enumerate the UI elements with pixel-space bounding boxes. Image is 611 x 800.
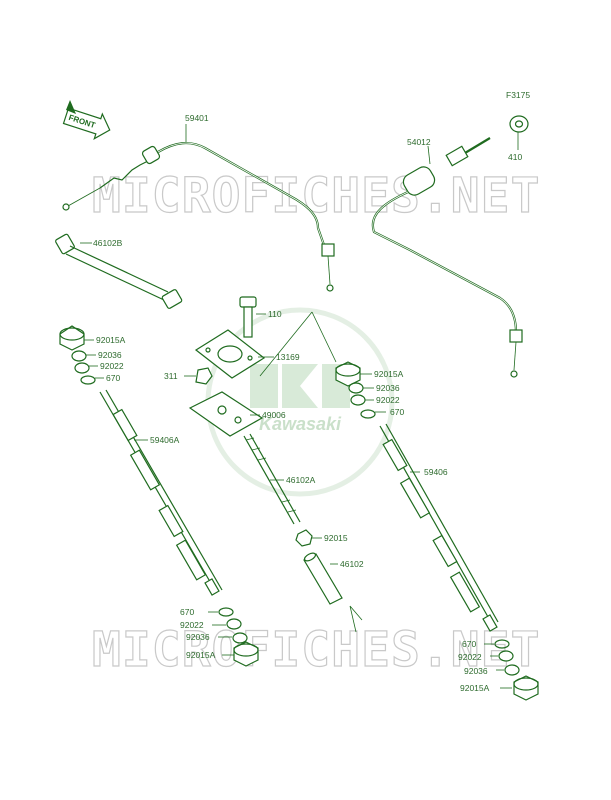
- label-59406A: 59406A: [150, 435, 180, 445]
- cable-59406A: [59, 325, 259, 667]
- watermark-brand: Kawasaki: [259, 414, 342, 434]
- guide-line-lower: [349, 605, 363, 633]
- label-46102B: 46102B: [93, 238, 123, 248]
- label-92015A-left-top: 92015A: [96, 335, 126, 345]
- label-670-left-bottom: 670: [180, 607, 194, 617]
- front-arrow-icon: FRONT: [62, 107, 111, 140]
- label-92015: 92015: [324, 533, 348, 543]
- cable-59406: [335, 361, 539, 701]
- label-92022-left-bottom: 92022: [180, 620, 204, 630]
- label-92022-right-top: 92022: [376, 395, 400, 405]
- front-arrow-shadow: [66, 100, 76, 114]
- watermark-bottom: MICROFICHES.NET: [92, 622, 540, 678]
- label-92036-left-bottom: 92036: [186, 632, 210, 642]
- label-92022-left-top: 92022: [100, 361, 124, 371]
- cable-54012: [371, 137, 523, 378]
- label-13169: 13169: [276, 352, 300, 362]
- plate-13169: [194, 329, 274, 379]
- label-92022-right-bottom: 92022: [458, 652, 482, 662]
- label-54012: 54012: [407, 137, 431, 147]
- label-670-left-top: 670: [106, 373, 120, 383]
- label-59401: 59401: [185, 113, 209, 123]
- bolt-110: [239, 296, 266, 338]
- label-92015A-right-top: 92015A: [374, 369, 404, 379]
- label-59406: 59406: [424, 467, 448, 477]
- bracket-49006: [188, 391, 264, 437]
- label-92036-right-top: 92036: [376, 383, 400, 393]
- label-311: 311: [164, 371, 178, 381]
- label-46102: 46102: [340, 559, 364, 569]
- label-110: 110: [268, 309, 282, 319]
- label-92015A-right-bottom: 92015A: [460, 683, 490, 693]
- label-92036-left-top: 92036: [98, 350, 122, 360]
- guide-line-upper: [259, 311, 337, 377]
- washer-410: [509, 115, 529, 150]
- label-92036-right-bottom: 92036: [464, 666, 488, 676]
- label-49006: 49006: [262, 410, 286, 420]
- tube-46102B: [55, 233, 183, 309]
- watermark-top: MICROFICHES.NET: [92, 168, 540, 224]
- label-410: 410: [508, 152, 522, 162]
- nut-311: [184, 367, 213, 385]
- rod-46102A: [243, 433, 301, 525]
- label-92015A-left-bottom: 92015A: [186, 650, 216, 660]
- tube-46102: [303, 552, 343, 605]
- label-46102A: 46102A: [286, 475, 316, 485]
- cable-59401: [62, 124, 335, 292]
- label-670-right-top: 670: [390, 407, 404, 417]
- figure-code: F3175: [506, 90, 530, 100]
- label-670-right-bottom: 670: [462, 639, 476, 649]
- nut-92015: [295, 529, 322, 547]
